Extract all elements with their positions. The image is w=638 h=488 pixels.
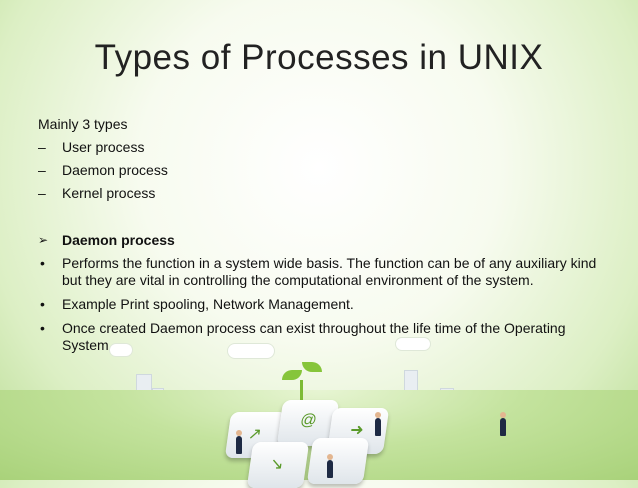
person-icon (500, 412, 506, 418)
person-icon (375, 418, 381, 436)
person-icon (236, 436, 242, 454)
leaf-icon (302, 362, 322, 372)
bullet-text: Example Print spooling, Network Manageme… (62, 296, 354, 312)
decorative-illustration: ↗ @ ➜ ↘ (0, 330, 638, 488)
cloud-icon (228, 344, 274, 358)
person-icon (327, 460, 333, 478)
person-icon (327, 454, 333, 460)
slide: Types of Processes in UNIX Mainly 3 type… (0, 38, 638, 488)
keyboard-key-icon: ↘ (246, 442, 310, 488)
key-symbol: ↘ (268, 456, 285, 473)
dash-marker: – (38, 162, 46, 178)
arrow-bullet-icon: ➢ (38, 233, 49, 247)
bullet-icon: • (40, 296, 45, 312)
key-symbol: @ (299, 412, 318, 429)
person-icon (236, 430, 242, 436)
cloud-icon (396, 338, 430, 350)
person-icon (500, 418, 506, 436)
slide-title: Types of Processes in UNIX (94, 38, 544, 77)
bullet-icon: • (40, 320, 45, 336)
bullet-icon: • (40, 255, 45, 271)
intro-text: Mainly 3 types (38, 116, 128, 132)
dash-marker: – (38, 185, 46, 201)
type-label: User process (62, 139, 145, 155)
keyboard-key-icon (306, 438, 370, 484)
key-symbol: ↗ (246, 426, 263, 443)
type-label: Daemon process (62, 162, 168, 178)
bullet-item-3: • Once created Daemon process can exist … (38, 320, 608, 360)
dash-marker: – (38, 139, 46, 155)
cloud-icon (110, 344, 132, 356)
bullet-item-1: • Performs the function in a system wide… (38, 255, 608, 295)
key-symbol: ➜ (348, 422, 365, 439)
type-label: Kernel process (62, 185, 156, 201)
leaf-icon (282, 370, 302, 380)
person-icon (375, 412, 381, 418)
bullet-text: Performs the function in a system wide b… (62, 255, 597, 288)
bullet-text: Once created Daemon process can exist th… (62, 320, 566, 353)
section-heading-text: Daemon process (62, 232, 175, 248)
